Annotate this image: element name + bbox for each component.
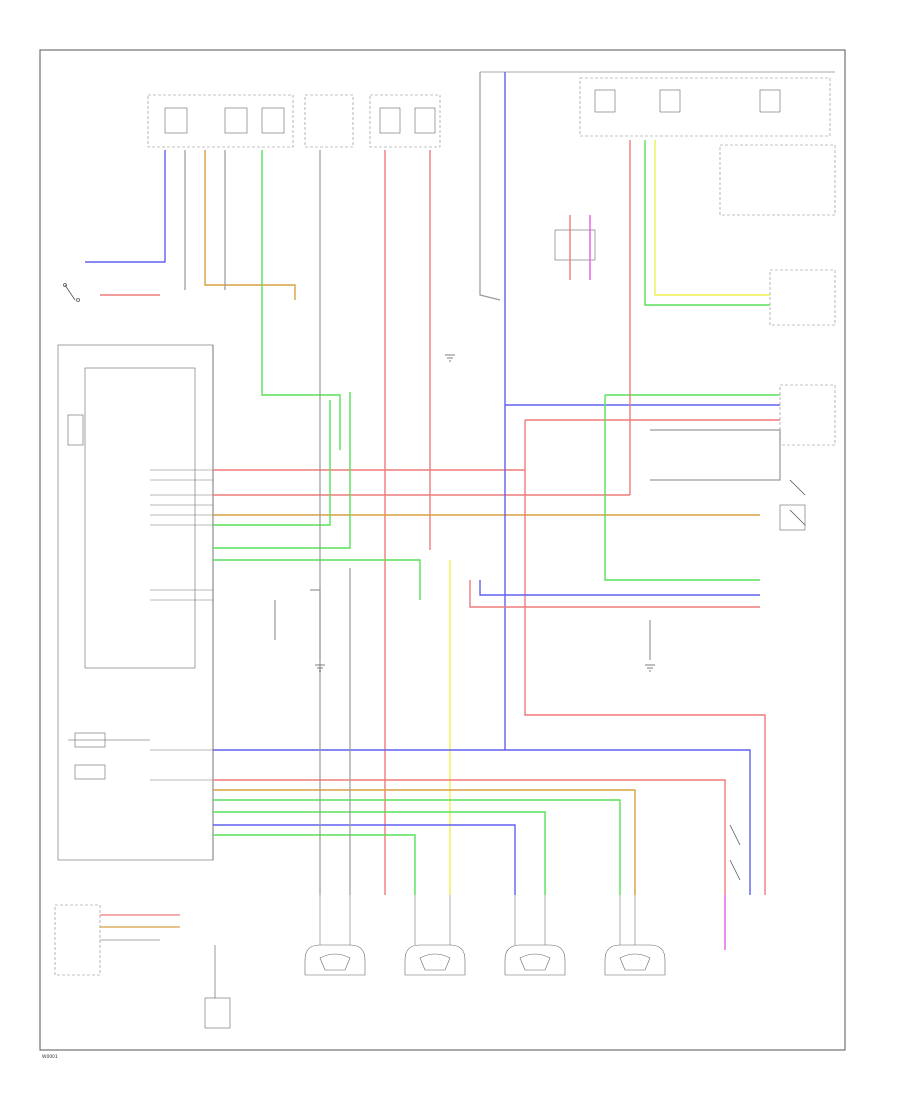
- wire-orange-bottom-790: [213, 789, 636, 895]
- wire-green-to-wheel-sensor: [213, 559, 421, 600]
- wire-red-right-loop: [524, 419, 780, 895]
- steering-switch-right: [789, 479, 806, 526]
- wire-red-mid-right: [469, 580, 760, 608]
- module-pin-stubs: [150, 469, 213, 781]
- control-module: [57, 344, 214, 861]
- right-connectors: [769, 269, 836, 531]
- bottom-left-assembly: [54, 904, 231, 1029]
- wire-green-bottom-812: [213, 811, 546, 895]
- wheel-speed-sensor-right-rear: [504, 944, 566, 976]
- footer-code: W0001: [42, 1054, 58, 1060]
- wire-green-horizontal-550: [213, 392, 351, 549]
- wire-yellow-top-right: [654, 140, 770, 296]
- wire-gray-set: [184, 72, 781, 895]
- wire-blue-mid-right: [479, 580, 760, 596]
- wire-green-right-top: [604, 394, 780, 581]
- wire-green-horizontal-525: [213, 400, 331, 526]
- switch-right-side: [729, 824, 741, 881]
- wire-blue-bottom-825: [213, 824, 516, 895]
- wire-red-bottom-780: [213, 779, 726, 895]
- wire-blue-horizontal-750: [213, 749, 751, 895]
- ground-symbols: [315, 354, 655, 672]
- sensor-drop-lines: [319, 895, 636, 945]
- top-right-fuse-block: [480, 71, 836, 261]
- wheel-speed-sensor-right-front: [604, 944, 666, 976]
- wire-green-top-right: [644, 140, 770, 306]
- wire-green-bottom-835: [213, 834, 416, 895]
- wire-green-bottom-800: [213, 799, 621, 895]
- wire-orange-top: [204, 150, 296, 300]
- top-left-fuse-block: [147, 94, 441, 148]
- wheel-speed-sensor-left-front: [304, 944, 366, 976]
- door-switch-left: [63, 283, 80, 302]
- wire-blue-vertical-left: [85, 150, 166, 263]
- wire-green-long: [261, 150, 341, 450]
- bottom-left-wires: [100, 914, 180, 928]
- diagram-frame: [39, 49, 846, 1051]
- wheel-speed-sensor-left-rear: [404, 944, 466, 976]
